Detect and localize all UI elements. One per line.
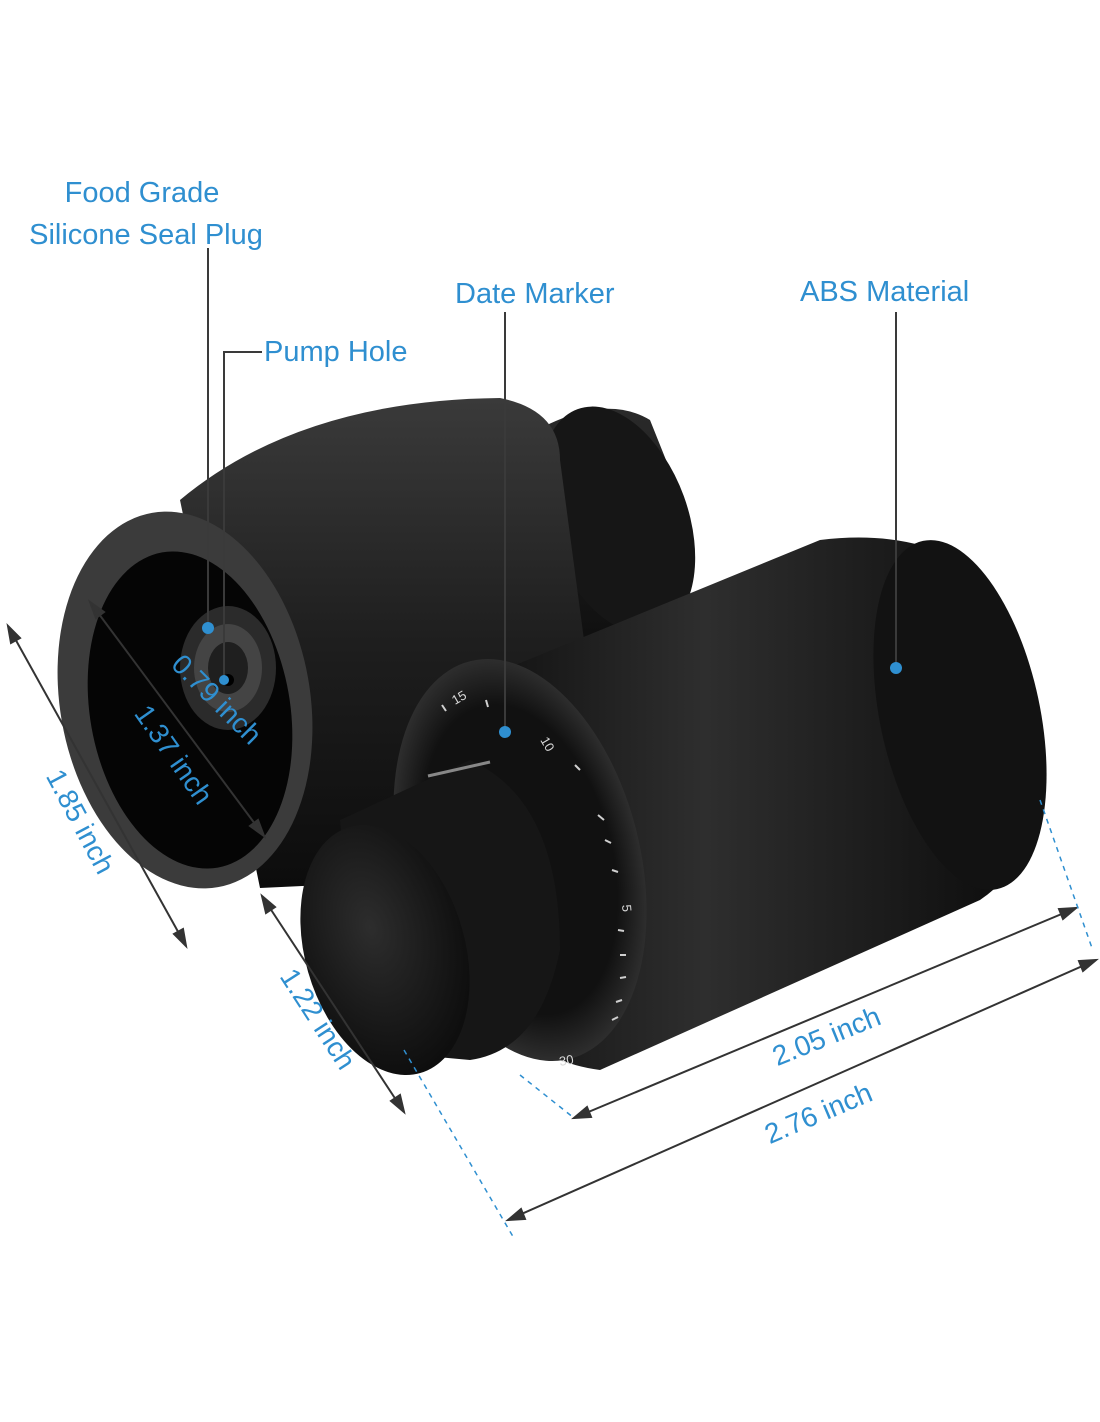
label-seal-plug-line2: Silicone Seal Plug	[29, 219, 263, 251]
dial-numbers: 15 10 5 30	[449, 687, 635, 1069]
dim-line-height	[7, 625, 187, 947]
back-stopper-neck-end	[540, 406, 696, 634]
leader-pump-hole	[223, 351, 262, 678]
callout-dots	[202, 622, 902, 738]
front-stopper: 15 10 5 30	[300, 537, 1047, 1076]
dial-number: 30	[558, 1052, 575, 1069]
dot-date-marker	[499, 726, 511, 738]
dot-pump-hole	[219, 675, 229, 685]
label-seal-plug-line1: Food Grade	[65, 177, 220, 209]
dot-seal-plug	[202, 622, 214, 634]
marker-line	[427, 760, 491, 778]
dim-line-cap	[261, 895, 405, 1113]
dimension-lines	[6, 599, 1099, 1222]
dim-line-inner	[89, 601, 265, 837]
label-pump-hole: Pump Hole	[264, 336, 407, 368]
label-abs-material: ABS Material	[800, 276, 969, 308]
dim-total-length: 2.76 inch	[760, 1077, 877, 1150]
dial-number: 10	[537, 734, 557, 754]
dial-ticks	[441, 699, 627, 1021]
extension-lines	[403, 799, 1093, 1241]
dot-abs	[890, 662, 902, 674]
pump-assembly	[180, 606, 276, 730]
dim-line-body	[573, 907, 1077, 1119]
callout-leaders	[207, 248, 897, 732]
front-stopper-end	[873, 540, 1047, 890]
back-stopper	[57, 398, 696, 889]
front-stopper-cap	[300, 824, 470, 1076]
dim-line-total	[507, 959, 1097, 1221]
dial-number: 15	[449, 687, 469, 707]
label-date-marker: Date Marker	[455, 278, 615, 310]
dial-number: 5	[619, 904, 635, 913]
